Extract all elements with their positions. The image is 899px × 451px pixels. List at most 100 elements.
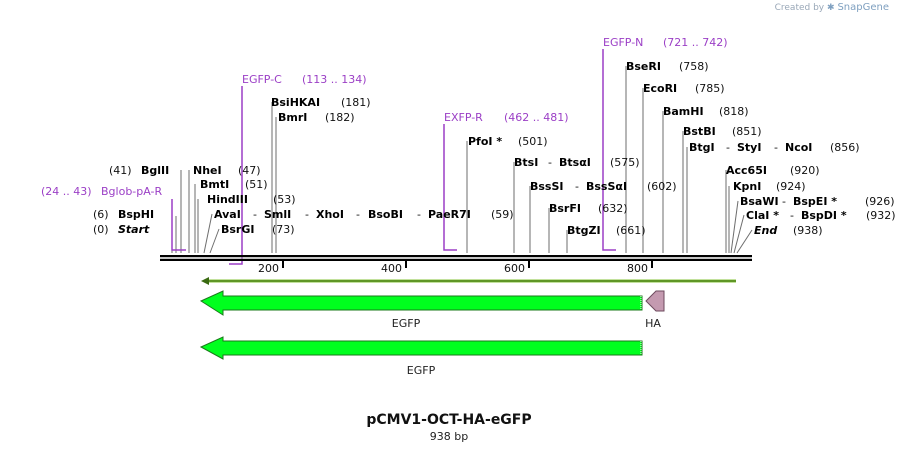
- primer-egfpc-label[interactable]: EGFP-C: [242, 73, 282, 86]
- site-bmri-label[interactable]: BmrI: [278, 111, 307, 124]
- site-bsssi-pos: (602): [647, 180, 677, 193]
- primer-exfpr-marker: [443, 124, 457, 251]
- site-btsi-label[interactable]: BtsI: [514, 156, 538, 169]
- connector-bsawi: [730, 200, 739, 254]
- tick-label-400: 400: [381, 262, 402, 275]
- site-ecori-label[interactable]: EcoRI: [643, 82, 677, 95]
- site-bsawi-sep1: -: [782, 195, 786, 208]
- orf-arrowhead-icon: [201, 277, 209, 285]
- primer-markers: [171, 49, 616, 265]
- site-ecori-pos: (785): [695, 82, 725, 95]
- site-btgi-label[interactable]: BtgI: [689, 141, 715, 154]
- site-nhei-label[interactable]: NheI: [193, 164, 222, 177]
- site-btsi-sep1: -: [548, 156, 552, 169]
- site-btsai-label[interactable]: BtsαI: [559, 156, 591, 169]
- primer-exfpr-label[interactable]: EXFP-R: [444, 111, 483, 124]
- connector-end: [736, 229, 753, 254]
- site-xhoi-label[interactable]: XhoI: [316, 208, 344, 221]
- site-bsssi-label[interactable]: BssSI: [530, 180, 564, 193]
- connector-clai: [733, 214, 745, 254]
- site-hindiii-pos: (53): [273, 193, 296, 206]
- primer-egfpn-range: (721 .. 742): [663, 36, 728, 49]
- site-kpni-pos: (924): [776, 180, 806, 193]
- site-end-label[interactable]: End: [754, 224, 777, 237]
- site-bstbi-pos: (851): [732, 125, 762, 138]
- connector-avai: [203, 213, 213, 254]
- site-bspdi-label[interactable]: BspDI *: [801, 209, 847, 222]
- feature-egfp-1-arrow[interactable]: [199, 290, 643, 316]
- site-bsrgi-pos: (73): [272, 223, 295, 236]
- site-bamhi-label[interactable]: BamHI: [663, 105, 704, 118]
- ruler: 200 400 600 800: [258, 261, 653, 275]
- site-bseri-pos: (758): [679, 60, 709, 73]
- site-bsobi-label[interactable]: BsoBI: [368, 208, 403, 221]
- connector-bsrgi: [209, 228, 220, 254]
- site-clai-pos: (932): [866, 209, 896, 222]
- site-avai-label[interactable]: AvaI: [214, 208, 241, 221]
- site-bsrgi-label[interactable]: BsrGI: [221, 223, 254, 236]
- site-nhei-pos: (47): [238, 164, 261, 177]
- site-bsssi-sep1: -: [575, 180, 579, 193]
- primer-bglob-label[interactable]: Bglob-pA-R: [101, 185, 163, 198]
- site-styi-label[interactable]: StyI: [737, 141, 761, 154]
- primer-egfpc-marker: [229, 86, 243, 265]
- site-bsrfi-label[interactable]: BsrFI: [549, 202, 581, 215]
- snapgene-credit: Created by ✱ SnapGene: [775, 2, 889, 13]
- sequence-backbone: [160, 255, 752, 261]
- site-connectors: [171, 66, 753, 254]
- site-bsihkai-label[interactable]: BsiHKAI: [271, 96, 320, 109]
- backbone-bottom-strand: [160, 259, 752, 261]
- tick-label-800: 800: [627, 262, 648, 275]
- site-kpni-label[interactable]: KpnI: [733, 180, 761, 193]
- feature-label-egfp-1: EGFP: [392, 317, 421, 330]
- site-hindiii-label[interactable]: HindIII: [207, 193, 248, 206]
- feature-label-egfp-2: EGFP: [407, 364, 436, 377]
- site-bsihkai-pos: (181): [341, 96, 371, 109]
- site-clai-label[interactable]: ClaI *: [746, 209, 779, 222]
- feature-egfp-2-arrow[interactable]: [199, 336, 643, 360]
- site-bmti-label[interactable]: BmtI: [200, 178, 229, 191]
- site-bsawi-label[interactable]: BsaWI: [740, 195, 779, 208]
- site-bstbi-label[interactable]: BstBI: [683, 125, 716, 138]
- site-bglii-label[interactable]: BglII: [141, 164, 169, 177]
- site-paer7i-label[interactable]: PaeR7I: [428, 208, 471, 221]
- site-bsawi-pos: (926): [865, 195, 895, 208]
- site-bseri-label[interactable]: BseRI: [626, 60, 661, 73]
- site-start-label[interactable]: Start: [118, 223, 150, 236]
- site-bamhi-pos: (818): [719, 105, 749, 118]
- snapgene-logo-icon: ✱: [827, 3, 835, 13]
- site-acc65i-label[interactable]: Acc65I: [726, 164, 767, 177]
- site-ncoi-label[interactable]: NcoI: [785, 141, 812, 154]
- site-avai-sep1: -: [253, 208, 257, 221]
- site-bsssai-label[interactable]: BssSαI: [586, 180, 627, 193]
- feature-egfp-2[interactable]: [199, 336, 643, 360]
- feature-ha-arrow[interactable]: [645, 290, 665, 312]
- site-smli-label[interactable]: SmlI: [264, 208, 291, 221]
- site-avai-pos: (59): [491, 208, 514, 221]
- site-bmri-pos: (182): [325, 111, 355, 124]
- site-pfoi-label[interactable]: PfoI *: [468, 135, 502, 148]
- primer-egfpn-marker: [602, 49, 616, 251]
- map-length: 938 bp: [430, 430, 468, 443]
- feature-egfp-1[interactable]: [199, 290, 643, 316]
- site-bsphi-pos: (6): [93, 208, 109, 221]
- site-bsphi-label[interactable]: BspHI: [118, 208, 154, 221]
- site-bmti-pos: (51): [245, 178, 268, 191]
- site-acc65i-pos: (920): [790, 164, 820, 177]
- primer-egfpn-label[interactable]: EGFP-N: [603, 36, 643, 49]
- primer-bglob-marker: [171, 199, 186, 251]
- site-btgzi-pos: (661): [616, 224, 646, 237]
- feature-ha[interactable]: [645, 290, 665, 312]
- credit-brand: SnapGene: [837, 2, 889, 13]
- site-bspei-label[interactable]: BspEI *: [793, 195, 837, 208]
- site-btgi-pos: (856): [830, 141, 860, 154]
- site-btsi-pos: (575): [610, 156, 640, 169]
- site-pfoi-pos: (501): [518, 135, 548, 148]
- tick-label-600: 600: [504, 262, 525, 275]
- site-btgzi-label[interactable]: BtgZI: [567, 224, 601, 237]
- orf-arrow: [201, 277, 736, 285]
- site-end-pos: (938): [793, 224, 823, 237]
- credit-prefix: Created by: [774, 3, 825, 13]
- site-btgi-sep2: -: [774, 141, 778, 154]
